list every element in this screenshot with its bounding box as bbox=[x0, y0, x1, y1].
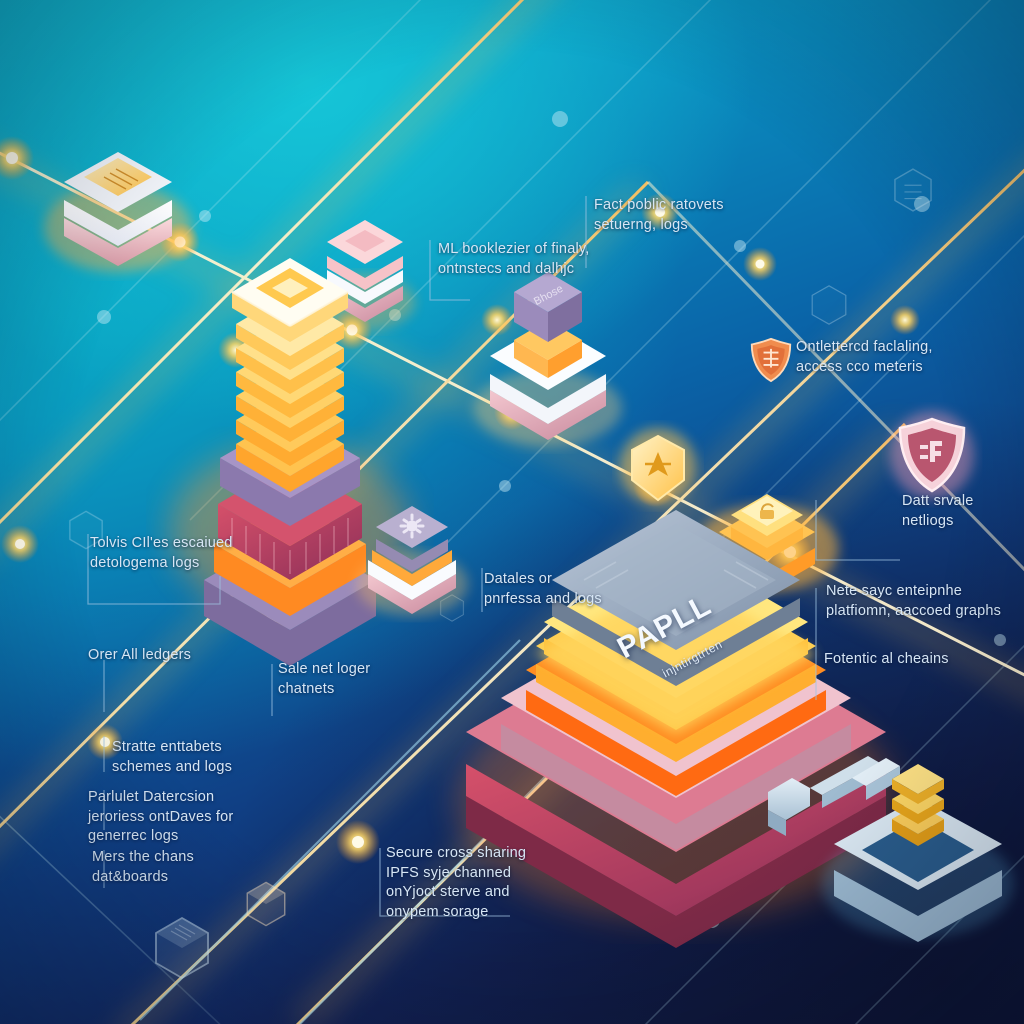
shield-icon bbox=[890, 411, 974, 499]
coin-stack-icon bbox=[822, 764, 1014, 942]
gear-tile-icon bbox=[356, 506, 468, 616]
stacked-tile-icon bbox=[44, 152, 192, 272]
ghost-cube-icon bbox=[811, 285, 847, 325]
cube-node-icon: Bhose bbox=[474, 272, 622, 446]
ghost-cube-icon bbox=[155, 916, 209, 980]
link-line bbox=[0, 0, 525, 525]
ghost-cube-icon bbox=[246, 881, 286, 927]
robot-arm-icon bbox=[768, 756, 900, 836]
ghost-hex-icon bbox=[894, 168, 932, 212]
central-platform bbox=[456, 510, 896, 948]
shield-hex-icon bbox=[620, 428, 696, 504]
ghost-cube-icon bbox=[69, 510, 103, 550]
database-stack-icon bbox=[170, 258, 410, 666]
shield-icon bbox=[750, 337, 792, 383]
link-line bbox=[646, 180, 1024, 572]
